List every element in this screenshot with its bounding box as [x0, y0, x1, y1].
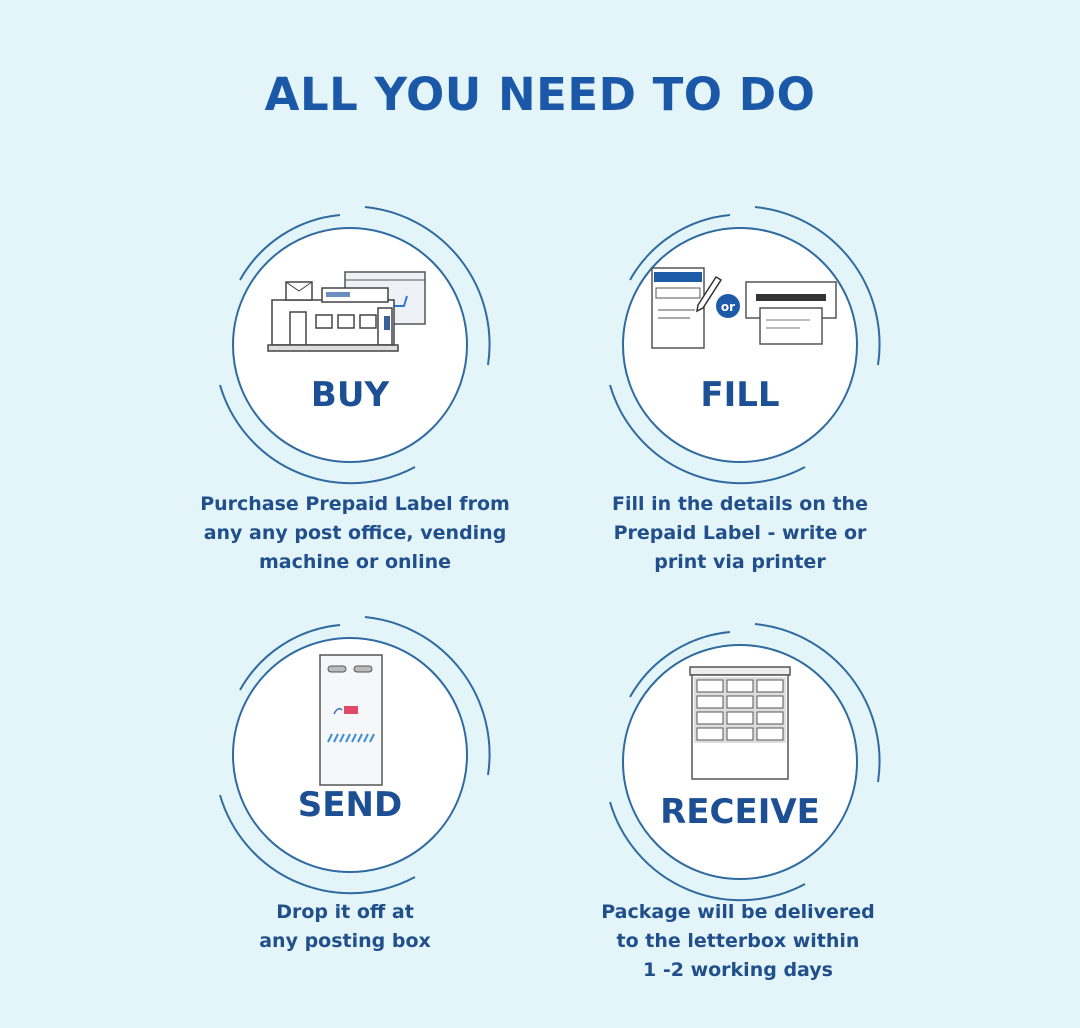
- step-label: BUY: [310, 375, 390, 415]
- description-line: 1 -2 working days: [643, 959, 833, 981]
- step-receive: RECEIVE: [590, 612, 890, 912]
- description-line: Package will be delivered: [601, 901, 875, 923]
- description-line: any posting box: [259, 930, 431, 952]
- posting-box-icon: [319, 654, 383, 786]
- prepaid-label-printer-icon: or: [651, 267, 837, 349]
- description-line: Prepaid Label - write or: [613, 522, 867, 544]
- description-line: Purchase Prepaid Label from: [200, 493, 510, 515]
- description-line: Drop it off at: [276, 901, 414, 923]
- post-office-icon: [267, 271, 426, 352]
- step-label: SEND: [297, 785, 403, 825]
- description-line: to the letterbox within: [616, 930, 860, 952]
- description-line: any any post office, vending: [203, 522, 507, 544]
- description-line: machine or online: [258, 551, 451, 573]
- description-line: Fill in the details on the: [612, 493, 868, 515]
- step-fill: or FILL: [590, 195, 890, 495]
- letterbox-icon: [689, 666, 791, 780]
- step-description: Package will be delivered to the letterb…: [548, 898, 928, 985]
- or-text: or: [721, 300, 735, 314]
- step-description: Fill in the details on the Prepaid Label…: [550, 490, 930, 577]
- step-label: FILL: [700, 375, 780, 415]
- page-title: ALL YOU NEED TO DO: [264, 68, 816, 121]
- step-label: RECEIVE: [660, 792, 820, 832]
- step-description: Purchase Prepaid Label from any any post…: [165, 490, 545, 577]
- description-line: print via printer: [654, 551, 826, 573]
- step-buy: BUY: [200, 195, 500, 495]
- step-description: Drop it off at any posting box: [155, 898, 535, 956]
- step-send: SEND: [200, 605, 500, 905]
